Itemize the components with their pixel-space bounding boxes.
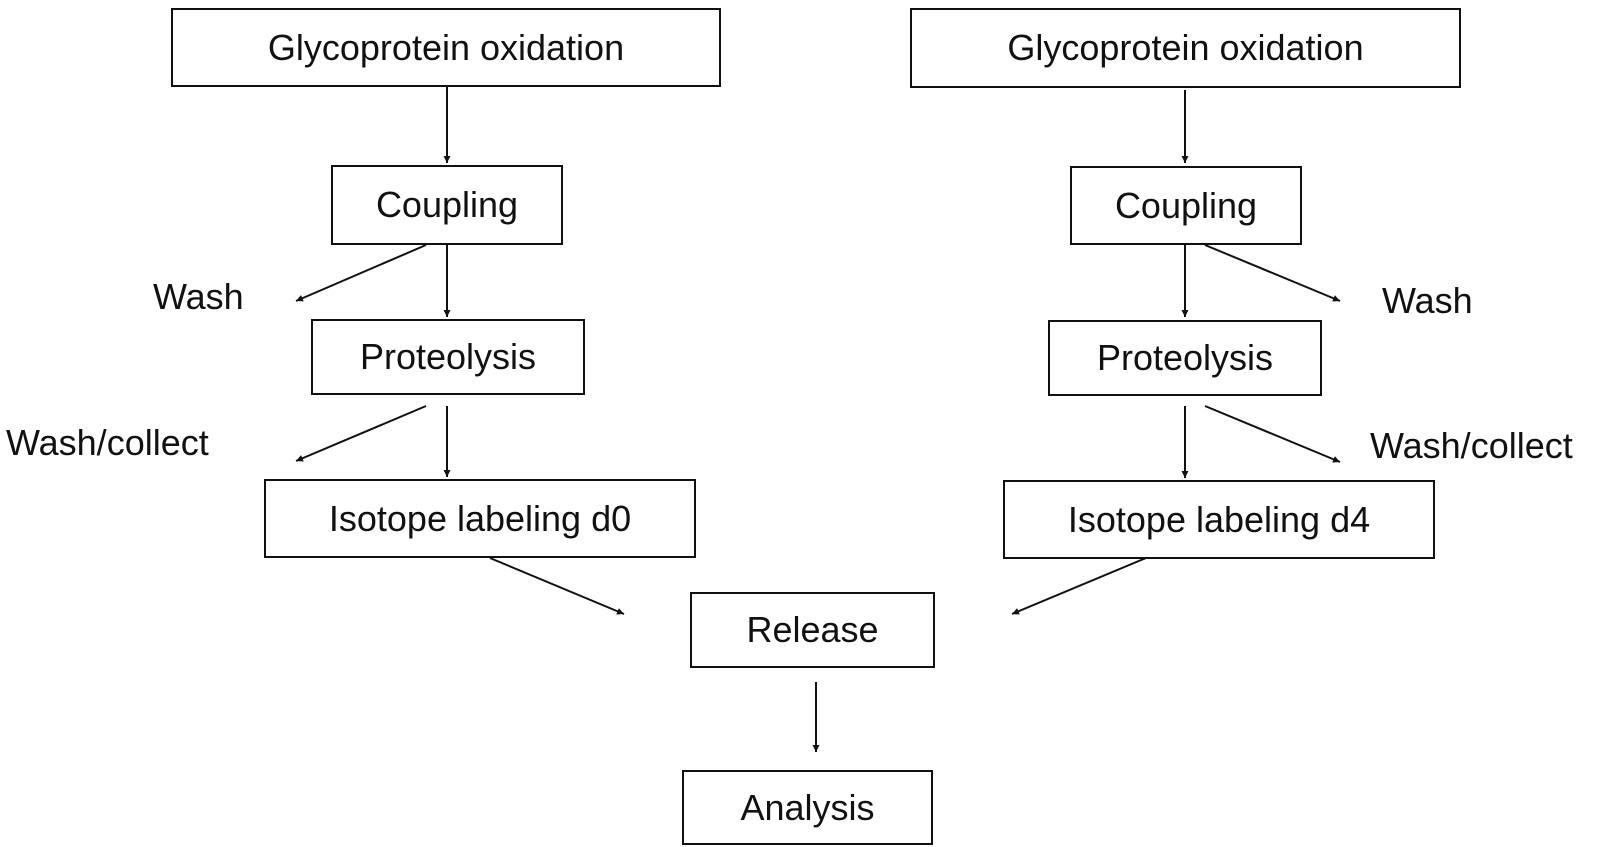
- left-proteolysis-box: Proteolysis: [311, 319, 585, 395]
- right-oxidation-box: Glycoprotein oxidation: [910, 8, 1461, 88]
- right-wash-label: Wash: [1382, 280, 1473, 322]
- arrow-right-proteolysis-to-washcollect: [1205, 406, 1340, 462]
- left-wash-label: Wash: [153, 276, 244, 318]
- right-wash-collect-label: Wash/collect: [1370, 425, 1573, 467]
- left-labeling-box: Isotope labeling d0: [264, 479, 696, 558]
- analysis-box: Analysis: [682, 770, 933, 845]
- arrow-left-proteolysis-to-washcollect: [296, 406, 426, 461]
- release-box: Release: [690, 592, 935, 668]
- right-coupling-box: Coupling: [1070, 166, 1302, 245]
- left-wash-collect-label: Wash/collect: [6, 422, 209, 464]
- right-labeling-box: Isotope labeling d4: [1003, 480, 1435, 559]
- left-coupling-box: Coupling: [331, 165, 563, 245]
- arrow-right-labeling-to-release: [1012, 558, 1146, 614]
- arrow-left-coupling-to-wash: [296, 245, 426, 301]
- arrow-left-labeling-to-release: [490, 558, 624, 614]
- left-oxidation-box: Glycoprotein oxidation: [171, 8, 721, 87]
- right-proteolysis-box: Proteolysis: [1048, 320, 1322, 396]
- arrow-right-coupling-to-wash: [1205, 245, 1340, 301]
